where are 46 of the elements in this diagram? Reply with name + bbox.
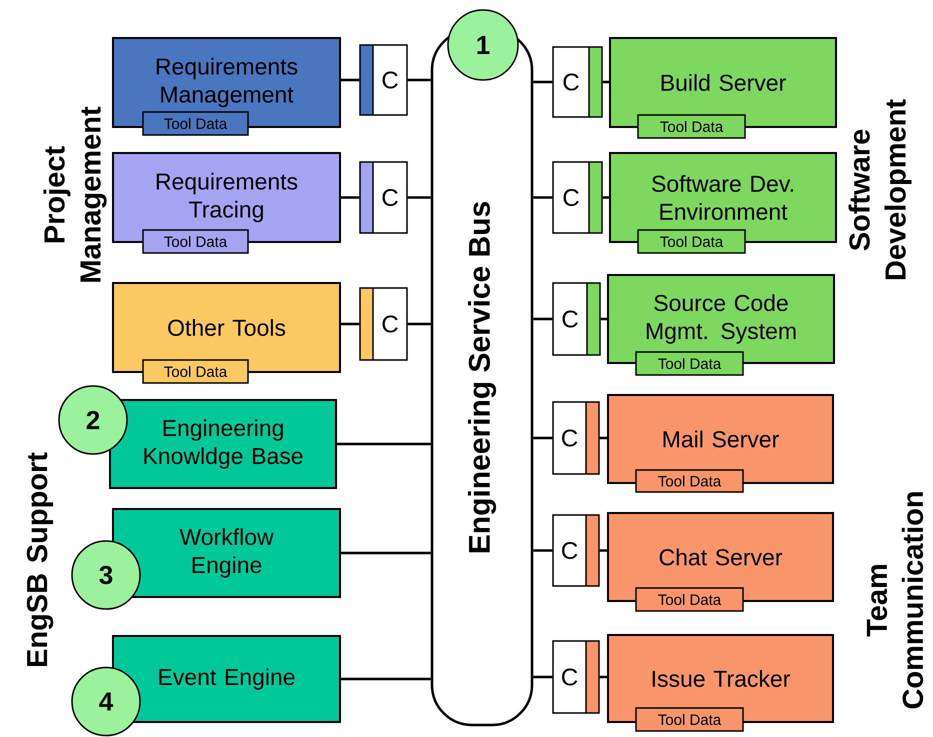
connection-line xyxy=(341,322,360,326)
connector-box: C xyxy=(552,514,600,587)
connection-line xyxy=(337,442,431,446)
connection-line xyxy=(600,549,607,552)
connector-box: C xyxy=(552,161,603,234)
connection-line xyxy=(533,436,552,440)
connector-box: C xyxy=(552,46,603,118)
tool-data-tag: Tool Data xyxy=(637,114,746,139)
connection-line xyxy=(341,552,431,554)
connector-box: C xyxy=(552,640,600,714)
connection-line xyxy=(602,80,609,84)
connection-line xyxy=(533,80,552,84)
tool-data-tag: Tool Data xyxy=(635,469,744,493)
connection-line xyxy=(600,436,607,440)
connection-line xyxy=(408,196,431,199)
connection-line xyxy=(600,318,607,320)
tool-data-tag: Tool Data xyxy=(635,587,744,612)
connection-line xyxy=(341,196,360,199)
tool-data-tag: Tool Data xyxy=(142,359,249,384)
connector-box: C xyxy=(552,282,601,356)
connector-box: C xyxy=(552,401,600,475)
connection-line xyxy=(533,196,552,199)
tool-data-tag: Tool Data xyxy=(635,707,744,732)
connection-line xyxy=(533,549,552,552)
connector-box: C xyxy=(359,44,408,116)
tool-box: Workflow Engine xyxy=(112,508,341,598)
group-label: Software Development xyxy=(848,99,912,280)
connection-line xyxy=(533,318,552,320)
connection-line xyxy=(602,196,609,199)
connection-line xyxy=(408,78,431,82)
group-label: Team Communication xyxy=(866,492,924,708)
tool-box: Event Engine xyxy=(112,635,341,723)
tool-data-tag: Tool Data xyxy=(142,229,249,254)
tool-data-tag: Tool Data xyxy=(635,351,744,376)
connector-box: C xyxy=(359,287,408,361)
group-label: EngSB Support xyxy=(26,452,54,666)
tool-data-tag: Tool Data xyxy=(637,229,746,254)
tool-data-tag: Tool Data xyxy=(142,111,249,136)
connector-box: C xyxy=(359,161,408,234)
connection-line xyxy=(341,678,431,680)
connection-line xyxy=(533,676,552,678)
connection-line xyxy=(600,676,607,678)
connection-line xyxy=(341,78,360,82)
connection-line xyxy=(408,322,431,326)
tool-box: Engineering Knowldge Base xyxy=(109,399,337,489)
group-label: Project Management xyxy=(43,106,107,282)
